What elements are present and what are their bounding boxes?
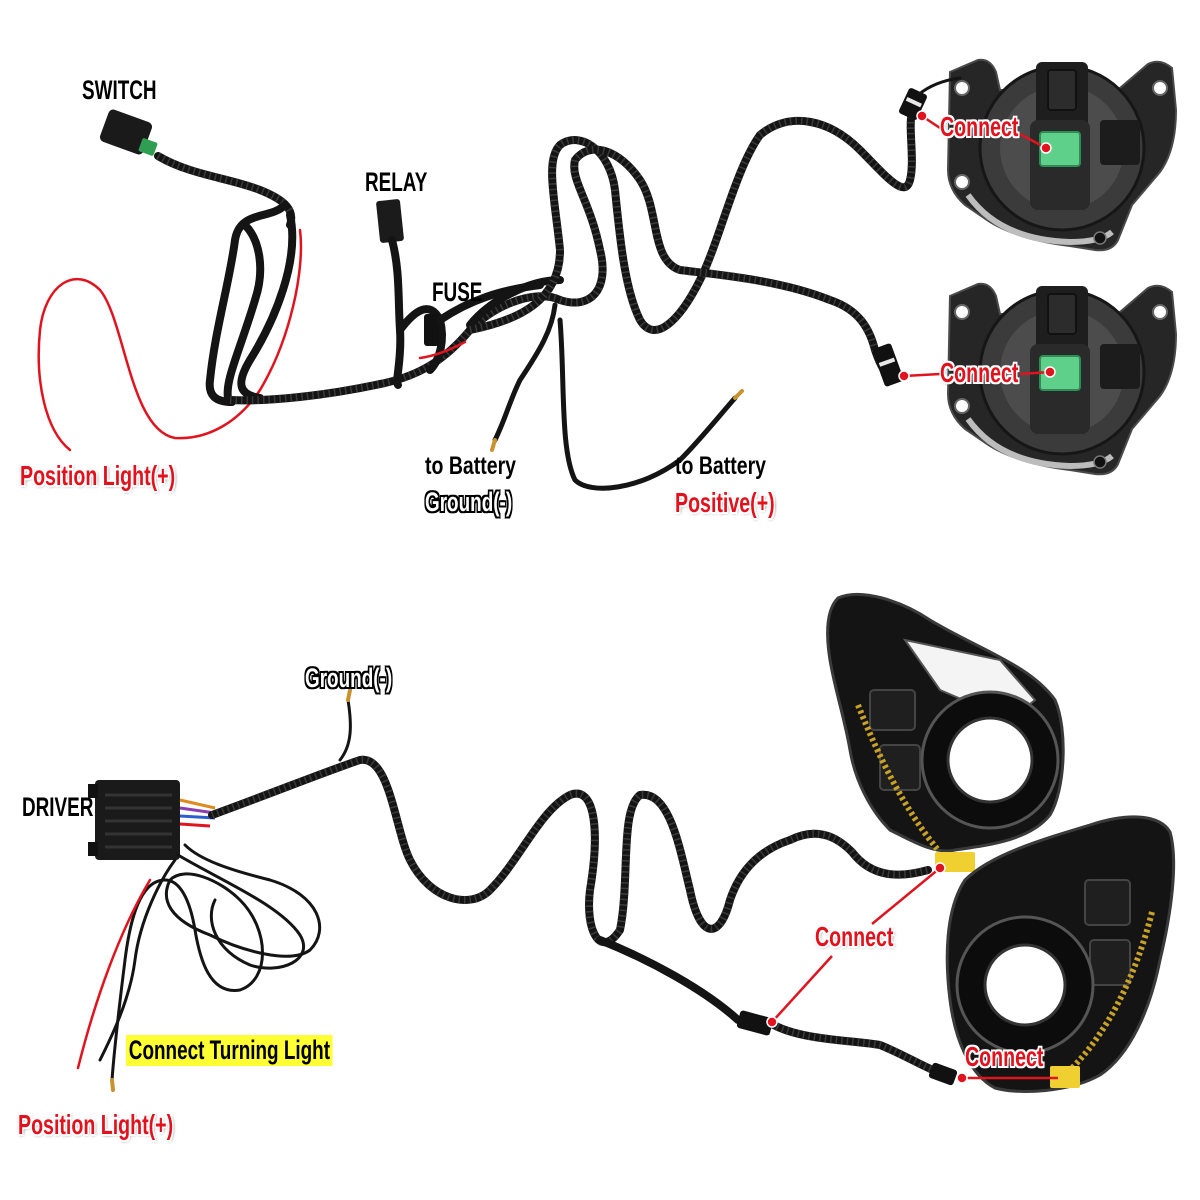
bottom-second-lamp-wire-rib: [770, 1020, 947, 1079]
position-light-wire-bottom: [76, 878, 152, 1070]
battery-positive-line1: to Battery: [675, 452, 767, 480]
relay-wire: [388, 236, 405, 389]
relay-component: [376, 199, 404, 243]
bottom-branch-wire: [596, 936, 742, 1024]
connect-label-middle: Connect: [815, 921, 894, 952]
driver-loop-wire-c: [98, 858, 177, 1062]
fog-lamp-upper: [948, 60, 1176, 251]
turning-light-wire-tip: [110, 1078, 115, 1092]
switch-lead-wire-rib: [155, 152, 296, 227]
connect-label-right: Connect: [965, 1041, 1044, 1072]
ground-wire-bottom: [338, 698, 352, 762]
battery-positive-wire: [557, 317, 738, 491]
position-light-label-bottom: Position Light(+): [18, 1109, 174, 1140]
bottom-middle-connector: [736, 1010, 774, 1036]
switch-label: SWITCH: [82, 75, 157, 105]
driver-colored-leads: [179, 798, 216, 828]
ground-wire-bottom-tip: [346, 688, 352, 702]
turning-light-label: Connect Turning Light: [126, 1035, 333, 1066]
position-light-label-top: Position Light(+): [20, 460, 176, 491]
fuse-red-wire: [418, 340, 467, 360]
bezel-lamp-upper: [826, 592, 1065, 872]
battery-ground-line2: Ground(-): [425, 487, 513, 517]
connect-pointer-lower: [898, 366, 1056, 382]
switch-loop-wire-a: [205, 201, 289, 406]
switch-loop-wire-c: [223, 221, 265, 402]
ground-label-bottom: Ground(-): [305, 663, 393, 693]
ground-wire-tip: [490, 438, 497, 452]
bottom-main-wire: [208, 755, 932, 947]
upper-lamp-feed-wire-rib: [469, 109, 916, 334]
connect-pointer-upper: [916, 110, 1052, 154]
bottom-lower-connector: [928, 1062, 958, 1086]
switch-loop-wire-b: [237, 211, 297, 402]
relay-label: RELAY: [365, 167, 428, 197]
battery-ground-wire: [492, 302, 558, 443]
fuse-label: FUSE: [432, 277, 483, 307]
bezel-lamp-lower: [945, 815, 1176, 1093]
fuse-holder: [424, 314, 439, 346]
driver-loop-wire-b: [176, 853, 305, 970]
main-trunk-wire: [226, 292, 564, 405]
driver-module: [88, 780, 180, 860]
lower-lamp-feed-wire: [556, 145, 899, 382]
connect-pointer-right: [956, 1072, 1058, 1084]
connect-pointer-middle: [766, 862, 946, 1028]
lower-lamp-connector: [872, 343, 904, 387]
switch-component: [99, 109, 158, 156]
bottom-main-wire-rib: [210, 755, 930, 947]
driver-label: DRIVER: [22, 792, 94, 822]
battery-positive-line2: Positive(+): [675, 487, 775, 518]
battery-ground-line1: to Battery: [425, 452, 517, 480]
position-light-wire-top: [37, 228, 303, 452]
connect-label-upper: Connect: [940, 111, 1019, 142]
positive-wire-tip: [733, 389, 744, 400]
connect-label-lower: Connect: [940, 357, 1019, 388]
